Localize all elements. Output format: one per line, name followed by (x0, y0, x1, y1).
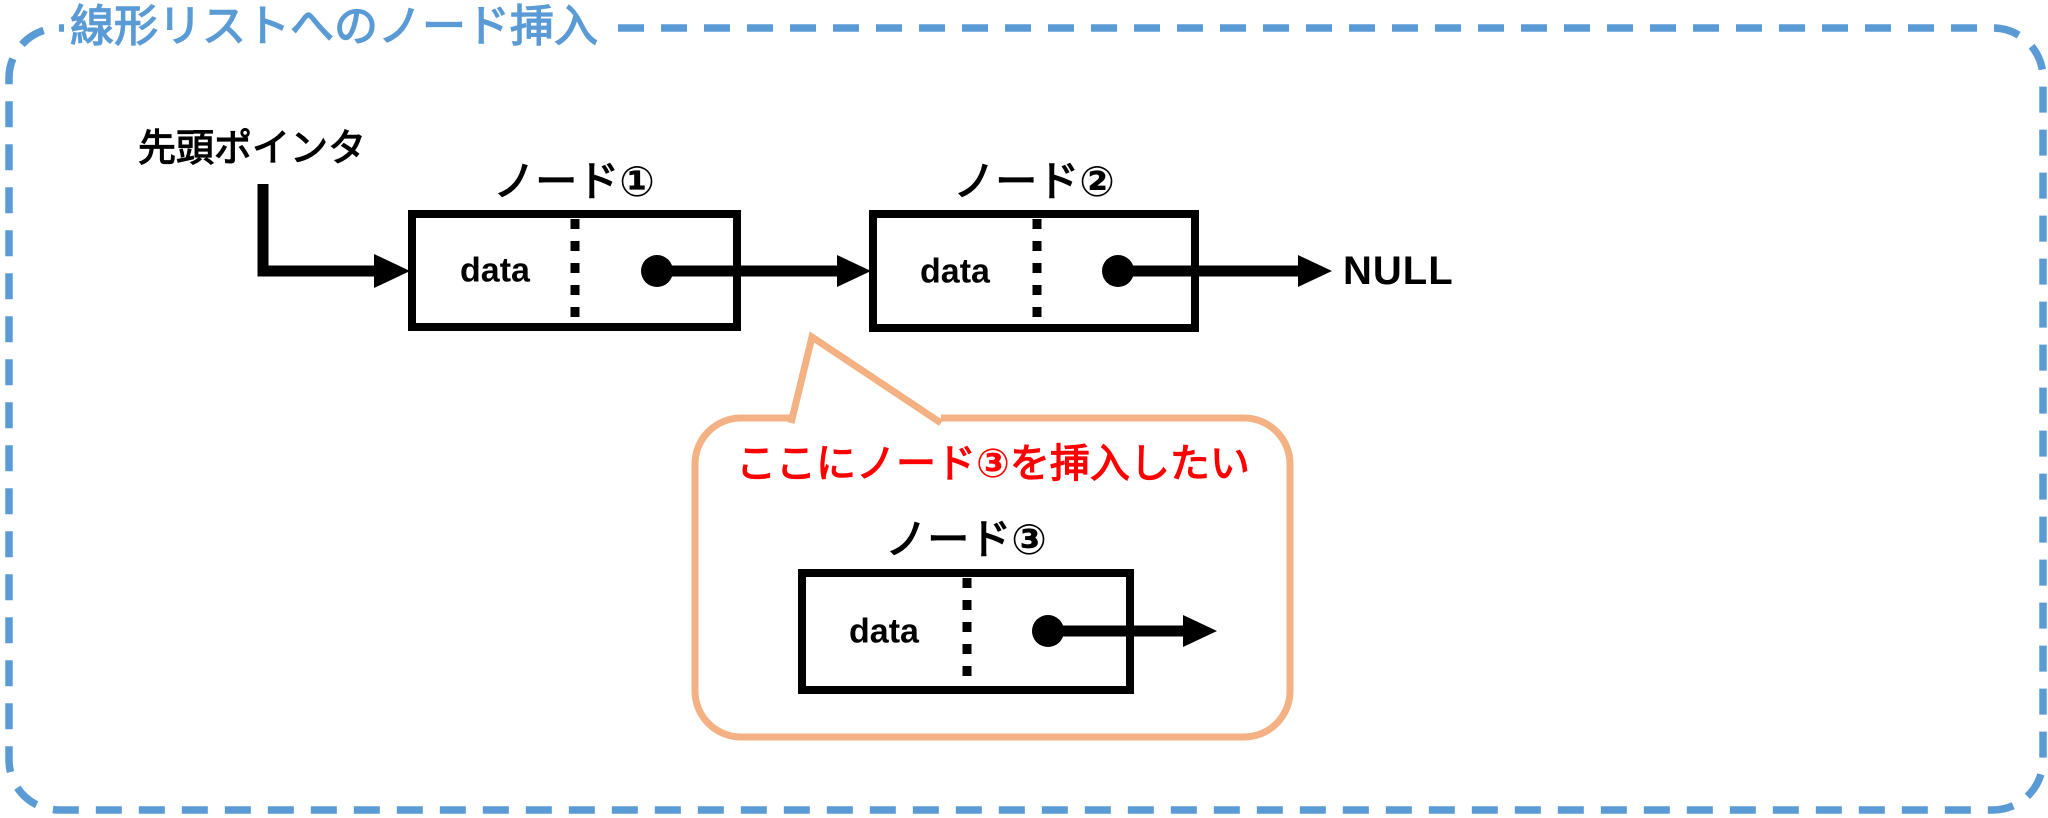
callout-tail-fill (791, 334, 941, 425)
callout-text: ここにノード③を挿入したい (736, 442, 1250, 486)
frame-border (5, 24, 2047, 814)
node1-data-label: data (460, 251, 530, 290)
callout-tail-outline (787, 331, 943, 426)
node2-label: ノード② (953, 158, 1115, 205)
node3-label: ノード③ (885, 516, 1047, 563)
head-pointer-arrow-line (257, 184, 376, 277)
node2-null-arrowhead-icon (1298, 255, 1332, 287)
node1-next-arrowhead-icon (837, 255, 871, 287)
head-pointer-label: 先頭ポインタ (138, 128, 367, 170)
frame-title: 線形リストへのノード挿入 (64, 2, 612, 53)
null-label: NULL (1343, 249, 1454, 293)
node1-label: ノード① (493, 158, 655, 205)
node2-data-label: data (920, 252, 990, 291)
head-pointer-arrowhead-icon (374, 254, 410, 288)
node3-data-label: data (849, 612, 919, 651)
node3-next-arrowhead-icon (1183, 615, 1217, 647)
